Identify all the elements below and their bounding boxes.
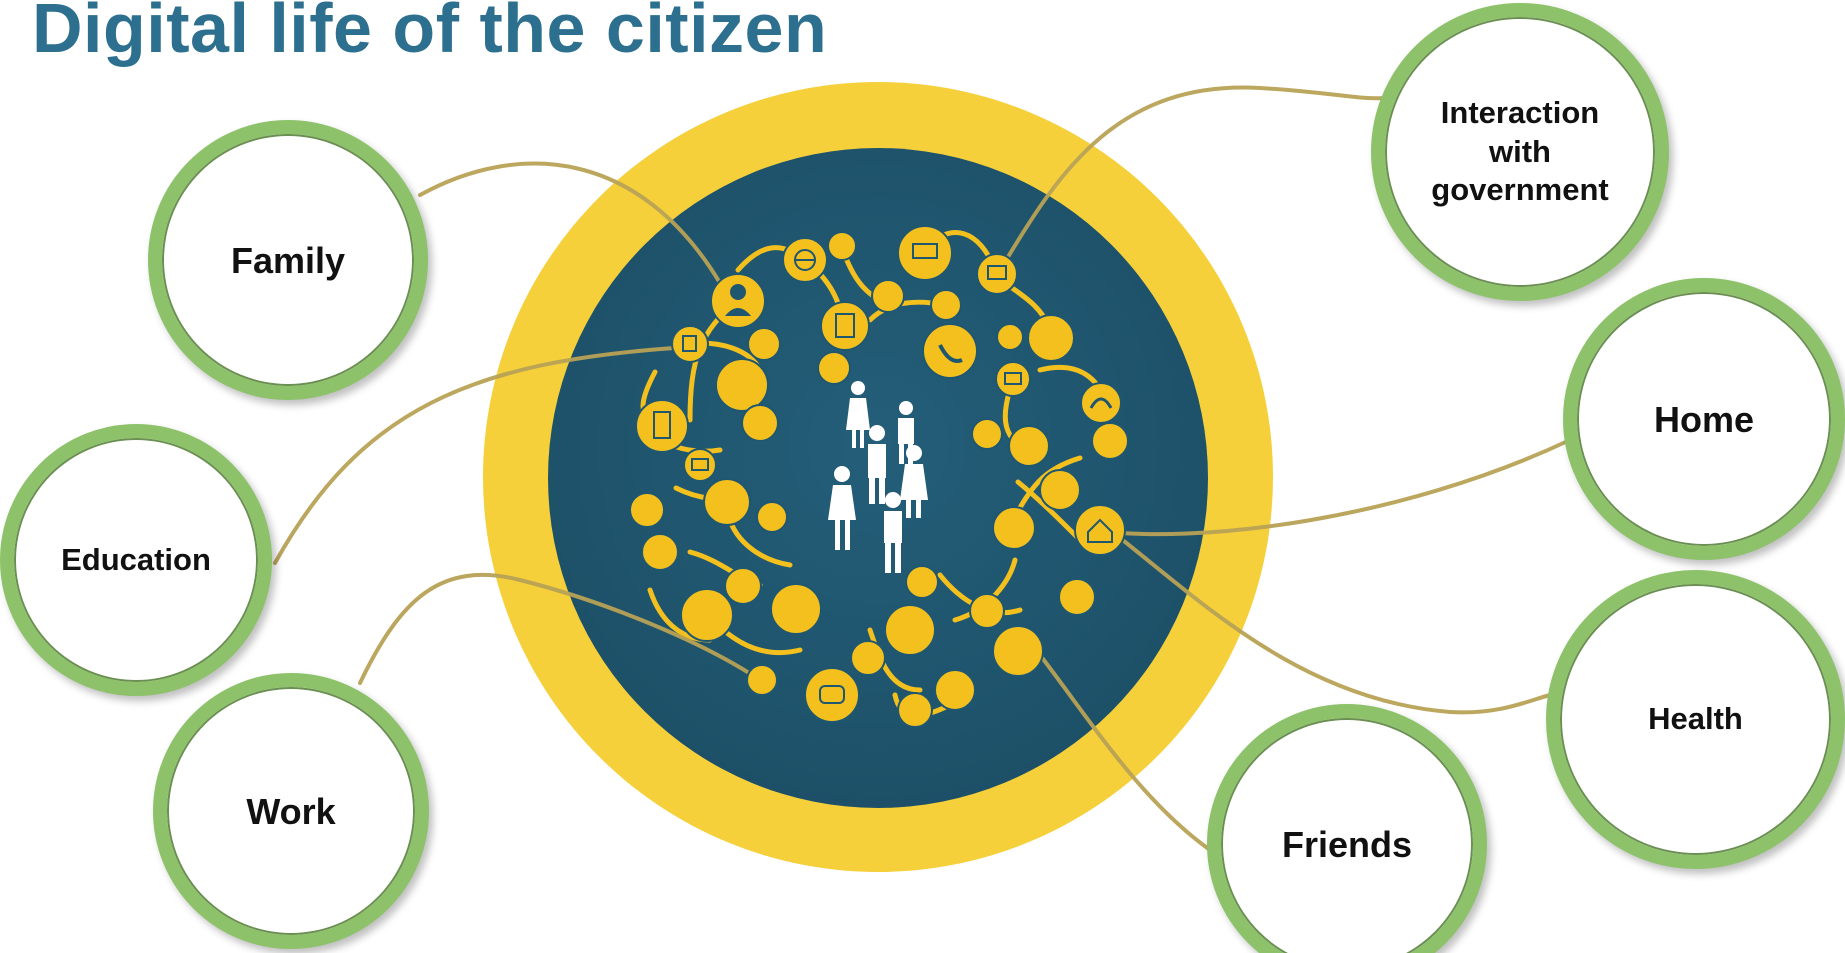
- heart-icon: [724, 567, 762, 605]
- bubble-home[interactable]: Home: [1563, 278, 1845, 560]
- star-icon: [969, 593, 1005, 629]
- share-icon: [1008, 425, 1050, 467]
- at-icon: [971, 418, 1003, 450]
- cloud-icon: [756, 501, 788, 533]
- bird-icon: [715, 358, 769, 412]
- broadcast-icon: [897, 692, 933, 728]
- wifi-tablet-icon: [992, 506, 1036, 550]
- gear-icon: [850, 640, 886, 676]
- group-icon: [1027, 314, 1075, 362]
- home-icon: [1074, 504, 1126, 556]
- video-camera-icon: [817, 351, 851, 385]
- phone-call-icon: [922, 323, 978, 379]
- microphone-icon: [930, 289, 962, 321]
- bubble-label-friends: Friends: [1281, 823, 1413, 865]
- bubble-work[interactable]: Work: [153, 673, 429, 949]
- devices-icon: [884, 604, 936, 656]
- speech-icon: [804, 667, 860, 723]
- page-title: Digital life of the citizen: [32, 0, 828, 67]
- icon-nodes: [629, 225, 1129, 728]
- connector-lines: [273, 85, 1572, 852]
- bubble-education[interactable]: Education: [0, 424, 272, 696]
- laptop-icon: [897, 225, 953, 281]
- network-icon: [905, 565, 939, 599]
- headphones-icon: [1080, 382, 1122, 424]
- people-group-icon: [828, 381, 928, 573]
- mail-icon: [683, 448, 717, 482]
- bubble-government[interactable]: Interaction with government: [1371, 3, 1669, 301]
- bubble-label-family: Family: [230, 239, 346, 281]
- download-icon: [1091, 422, 1129, 460]
- bubble-family[interactable]: Family: [148, 120, 428, 400]
- touchscreen-icon: [976, 253, 1018, 295]
- bubble-label-home: Home: [1653, 398, 1755, 440]
- bubble-label-government: Interaction with government: [1431, 94, 1609, 208]
- film-icon: [629, 492, 665, 528]
- lightbulb-icon: [934, 669, 976, 711]
- briefcase-icon: [770, 583, 822, 635]
- link-icon: [747, 327, 781, 361]
- smartphone-small-icon: [871, 279, 905, 313]
- bubble-label-work: Work: [246, 790, 336, 832]
- globe-icon: [782, 237, 828, 283]
- touch-hand-icon: [680, 588, 734, 642]
- rss-icon: [1039, 469, 1081, 511]
- phone-small-icon: [827, 231, 857, 261]
- megaphone-icon: [741, 404, 779, 442]
- sms-icon: [992, 625, 1044, 677]
- chat-icon: [996, 323, 1024, 351]
- notes-icon: [671, 325, 709, 363]
- smartphone-icon: [635, 399, 689, 453]
- music-icon: [1058, 578, 1096, 616]
- bubble-health[interactable]: Health: [1546, 570, 1845, 869]
- shopping-bag-icon: [703, 478, 751, 526]
- bubble-label-education: Education: [61, 541, 211, 577]
- clipboard-icon: [820, 301, 870, 351]
- bubble-label-health: Health: [1648, 701, 1743, 737]
- camera-icon: [995, 361, 1031, 397]
- user-icon: [710, 273, 766, 329]
- bars-icon: [746, 664, 778, 696]
- gamepad-icon: [641, 533, 679, 571]
